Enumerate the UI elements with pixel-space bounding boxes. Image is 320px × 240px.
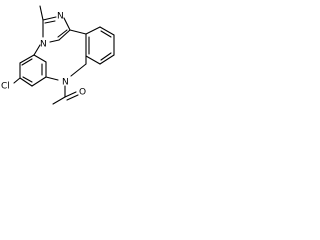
- imidazole-bond-4: [49, 39, 60, 43]
- right-ring-bond-2: [99, 26, 115, 36]
- left-ring-bond-1: [19, 54, 35, 64]
- atom-label-cl: Cl: [1, 82, 10, 92]
- acetyl-c-o-bond: [64, 91, 77, 98]
- right-ring-bond-2-double: [100, 30, 112, 38]
- atom-label-o: O: [79, 88, 86, 98]
- right-ring-bond-5: [85, 55, 101, 65]
- acetyl-c-methyl-bond: [52, 96, 66, 105]
- left-ring-bond-3-double: [22, 76, 33, 83]
- chloro-bond: [13, 77, 21, 84]
- imidazole-bond-1-double: [44, 20, 56, 24]
- imidazole-bond-3: [58, 29, 71, 41]
- left-ring-bond-4: [31, 76, 47, 87]
- right-ring-bond-1: [85, 26, 101, 35]
- right-ring-bond-4-double: [100, 52, 112, 61]
- imidazole-bond-1: [42, 16, 57, 21]
- imidazole-bond-3-double: [57, 29, 68, 38]
- diazepine-bond-4: [70, 63, 87, 77]
- left-ring-bond-1-double: [21, 58, 33, 66]
- atom-label-n-bridgehead: N: [40, 40, 47, 50]
- diazepine-bond-2: [33, 44, 41, 56]
- left-ring-bond-3: [19, 77, 33, 87]
- diazepine-bond-1: [69, 29, 87, 35]
- methyl-bond: [39, 5, 44, 21]
- atom-label-n-amide: N: [62, 78, 69, 88]
- diazepine-bond-3: [45, 76, 59, 81]
- molecule-structure-diagram: N N N Cl O: [1, 5, 115, 105]
- right-ring-bond-4: [99, 54, 115, 65]
- imidazole-bond-2: [63, 17, 71, 31]
- atom-label-n-imidazole: N: [57, 12, 64, 22]
- left-ring-bond-6: [33, 54, 47, 63]
- acetyl-c-o-double: [66, 94, 79, 101]
